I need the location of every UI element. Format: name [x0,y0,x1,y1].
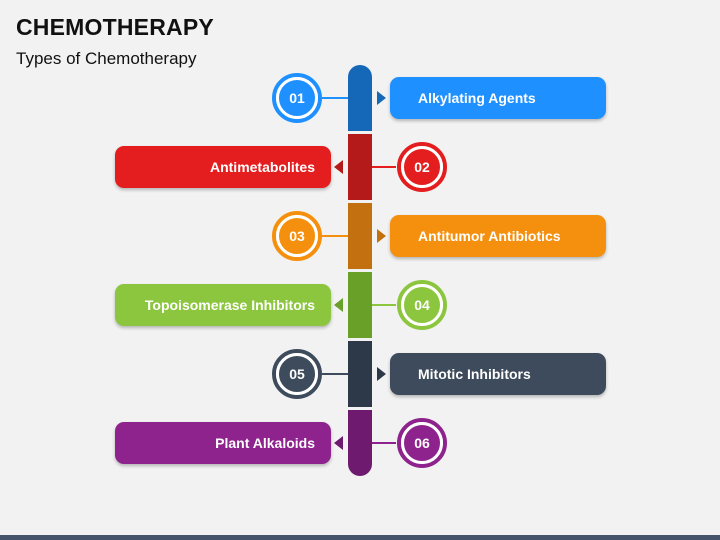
arrow-icon [334,298,343,312]
number-badge-05: 05 [272,349,322,399]
item-label: Antimetabolites [209,159,315,175]
arrow-icon [377,229,386,243]
arrow-icon [377,91,386,105]
item-label: Antitumor Antibiotics [418,228,561,244]
arrow-icon [334,436,343,450]
arrow-icon [334,160,343,174]
connector-line [322,235,348,237]
spine-segment-04 [348,272,372,338]
spine-segment-06 [348,410,372,476]
item-label-box-02: Antimetabolites [115,146,331,188]
arrow-icon [377,367,386,381]
page-title: CHEMOTHERAPY [16,14,214,40]
spine-segment-02 [348,134,372,200]
item-label-box-01: Alkylating Agents [390,77,606,119]
number-badge-04: 04 [397,280,447,330]
number-badge-06: 06 [397,418,447,468]
connector-line [372,166,396,168]
item-label-box-03: Antitumor Antibiotics [390,215,606,257]
item-number: 01 [289,90,305,106]
connector-line [372,304,396,306]
item-label: Topoisomerase Inhibitors [144,297,315,313]
item-number: 03 [289,228,305,244]
number-badge-02: 02 [397,142,447,192]
spine-segment-01 [348,65,372,131]
item-label-box-06: Plant Alkaloids [115,422,331,464]
connector-line [322,97,348,99]
bottom-bar [0,535,720,540]
number-badge-03: 03 [272,211,322,261]
item-label: Mitotic Inhibitors [418,366,531,382]
spine-segment-03 [348,203,372,269]
page-subtitle: Types of Chemotherapy [16,49,197,68]
item-label: Alkylating Agents [418,90,536,106]
spine-segment-05 [348,341,372,407]
item-label-box-04: Topoisomerase Inhibitors [115,284,331,326]
item-number: 02 [414,159,430,175]
connector-line [322,373,348,375]
item-number: 05 [289,366,305,382]
item-number: 04 [414,297,430,313]
connector-line [372,442,396,444]
item-label: Plant Alkaloids [215,435,315,451]
number-badge-01: 01 [272,73,322,123]
item-number: 06 [414,435,430,451]
item-label-box-05: Mitotic Inhibitors [390,353,606,395]
